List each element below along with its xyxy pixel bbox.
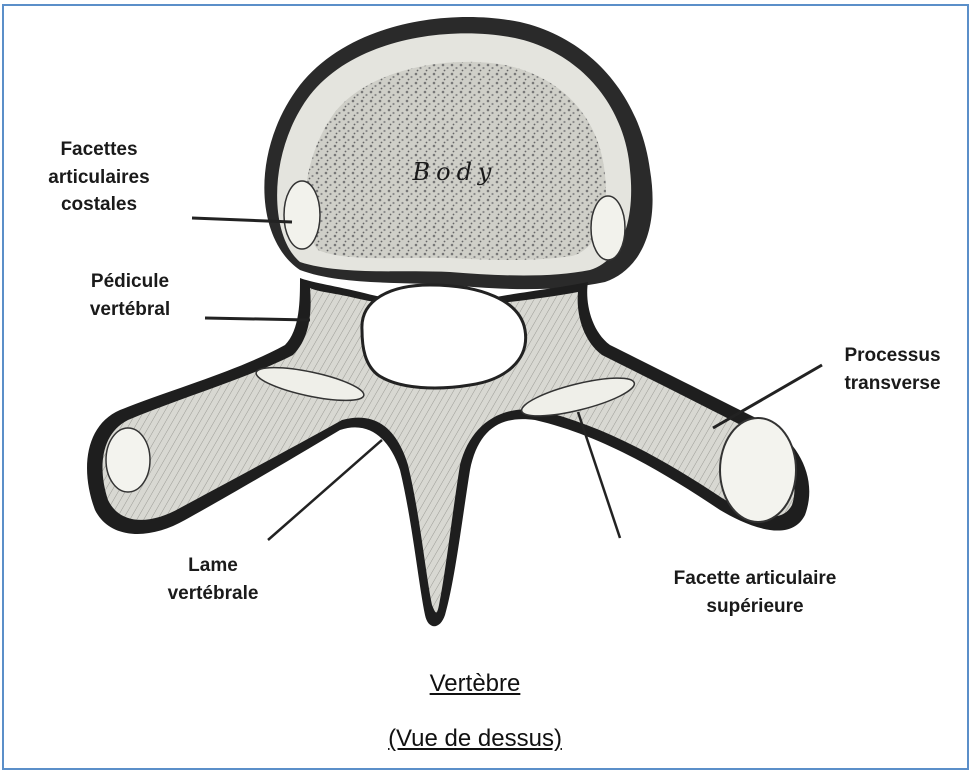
caption-subtitle: (Vue de dessus) xyxy=(320,725,630,753)
label-pedicule: Pédicule vertébral xyxy=(50,268,210,323)
transverse-tip-left xyxy=(106,428,150,492)
label-facettes-costales: Facettes articulaires costales xyxy=(14,136,184,219)
label-facette-superieure: Facette articulaire supérieure xyxy=(640,565,870,620)
caption-title: Vertèbre xyxy=(360,670,590,698)
label-processus: Processus transverse xyxy=(820,342,965,397)
vertebral-foramen xyxy=(362,285,526,388)
costal-facet-right xyxy=(591,196,625,260)
costal-facet-left xyxy=(284,181,320,249)
transverse-tip-right xyxy=(720,418,796,522)
leader-pedicule xyxy=(205,318,310,320)
label-lame: Lame vertébrale xyxy=(138,552,288,607)
body-engraving: Body xyxy=(411,158,497,186)
